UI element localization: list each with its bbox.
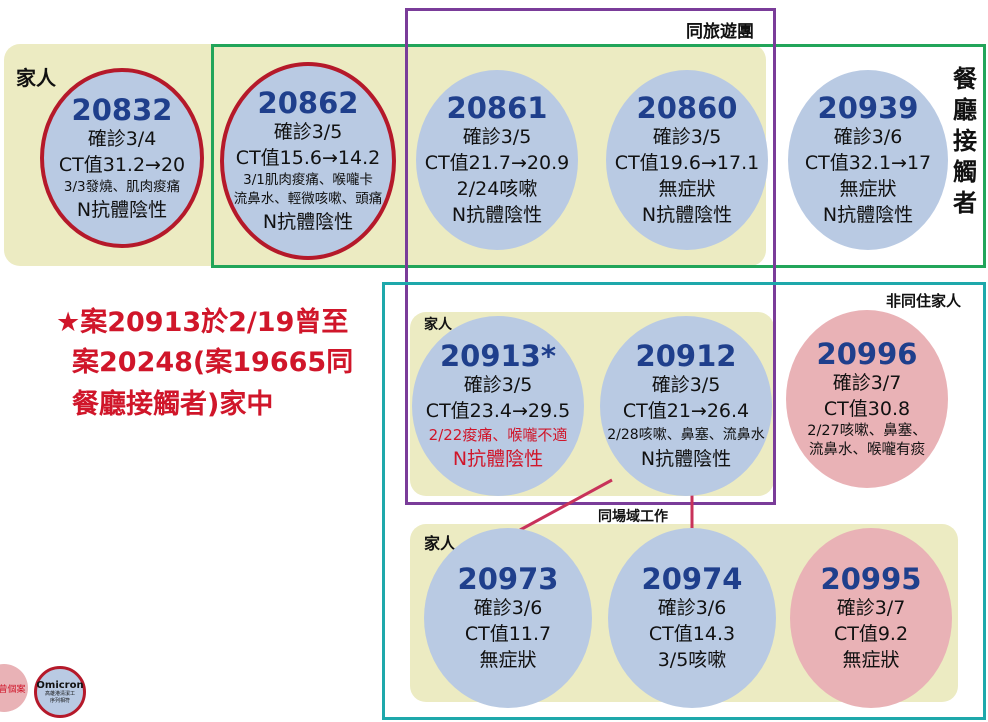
case-id: 20996 <box>816 337 918 371</box>
case-id: 20912 <box>635 339 737 373</box>
case-symptom: 2/24咳嗽 <box>456 178 538 200</box>
case-antibody: N抗體陰性 <box>262 211 354 233</box>
case-symptom: 2/27咳嗽、鼻塞、 <box>807 423 927 439</box>
case-ct-value: CT值11.7 <box>464 623 552 645</box>
case-symptom: 無症狀 <box>842 649 900 671</box>
case-id: 20939 <box>817 91 919 125</box>
legend-omicron-swatch: Omicron 高雄港清潔工 序列相符 <box>34 666 86 718</box>
case-confirmed-date: 確診3/5 <box>463 374 533 396</box>
link-20912-to-20973 <box>519 478 613 532</box>
label-restaurant-contacts: 餐廳接觸者 <box>953 65 977 217</box>
case-confirmed-date: 確診3/7 <box>832 372 902 394</box>
case-node-20913: 20913* 確診3/5 CT值23.4→29.5 2/22痠痛、喉嚨不適 N抗… <box>412 316 584 496</box>
non-cohabiting-family-frame <box>382 282 986 720</box>
case-note-line2: 案20248(案19665同 <box>72 347 354 378</box>
case-symptom-continued: 流鼻水、輕微咳嗽、頭痛 <box>233 191 383 207</box>
case-id: 20974 <box>641 562 743 596</box>
case-confirmed-date: 確診3/4 <box>87 127 157 150</box>
case-confirmed-date: 確診3/6 <box>833 126 903 148</box>
case-antibody: N抗體陰性 <box>451 204 543 226</box>
case-id: 20832 <box>71 92 173 127</box>
case-confirmed-date: 確診3/5 <box>652 126 722 148</box>
case-symptom: 3/1肌肉痠痛、喉嚨卡 <box>243 172 373 188</box>
legend-case-label: 曾個案 <box>0 684 26 695</box>
case-ct-value: CT值21→26.4 <box>622 400 750 422</box>
label-non-cohabiting-family: 非同住家人 <box>886 292 962 310</box>
label-same-workplace: 同場域工作 <box>598 509 668 525</box>
case-symptom-continued: 流鼻水、喉嚨有痰 <box>809 442 925 458</box>
case-confirmed-date: 確診3/7 <box>836 597 906 619</box>
case-node-20912: 20912 確診3/5 CT值21→26.4 2/28咳嗽、鼻塞、流鼻水 N抗體… <box>600 316 772 496</box>
tour-group-frame <box>405 8 776 505</box>
case-node-20832: 20832 確診3/4 CT值31.2→20 3/3發燒、肌肉痠痛 N抗體陰性 <box>40 68 204 248</box>
legend-omicron-title: Omicron <box>36 679 84 691</box>
label-family-middle: 家人 <box>424 317 452 333</box>
case-symptom: 2/22痠痛、喉嚨不適 <box>428 426 568 444</box>
case-ct-value: CT值14.3 <box>648 623 736 645</box>
legend-omicron-line1: 高雄港清潔工 <box>44 690 75 697</box>
case-antibody: N抗體陰性 <box>822 204 914 226</box>
case-confirmed-date: 確診3/5 <box>462 126 532 148</box>
legend-omicron-line2: 序列相符 <box>49 697 70 704</box>
case-ct-value: CT值19.6→17.1 <box>614 152 760 174</box>
case-id: 20995 <box>820 562 922 596</box>
case-symptom: 3/5咳嗽 <box>657 649 727 671</box>
case-id: 20862 <box>257 86 359 120</box>
case-node-20862: 20862 確診3/5 CT值15.6→14.2 3/1肌肉痠痛、喉嚨卡 流鼻水… <box>220 62 396 260</box>
case-node-20861: 20861 確診3/5 CT值21.7→20.9 2/24咳嗽 N抗體陰性 <box>416 70 578 250</box>
label-tour-group: 同旅遊團 <box>686 22 754 42</box>
case-note-line3: 餐廳接觸者)家中 <box>72 389 274 420</box>
case-node-20996: 20996 確診3/7 CT值30.8 2/27咳嗽、鼻塞、 流鼻水、喉嚨有痰 <box>786 310 948 488</box>
case-ct-value: CT值30.8 <box>823 398 911 420</box>
case-node-20995: 20995 確診3/7 CT值9.2 無症狀 <box>790 528 952 708</box>
case-id: 20913* <box>439 339 557 373</box>
case-symptom: 無症狀 <box>479 649 537 671</box>
case-id: 20973 <box>457 562 559 596</box>
case-confirmed-date: 確診3/6 <box>657 597 727 619</box>
case-node-20973: 20973 確診3/6 CT值11.7 無症狀 <box>424 528 592 708</box>
case-ct-value: CT值21.7→20.9 <box>424 152 570 174</box>
case-symptom: 無症狀 <box>839 178 897 200</box>
case-antibody: N抗體陰性 <box>452 448 544 470</box>
case-ct-value: CT值31.2→20 <box>58 153 186 176</box>
case-ct-value: CT值32.1→17 <box>804 152 932 174</box>
case-symptom: 無症狀 <box>658 178 716 200</box>
label-family-bottom: 家人 <box>424 534 457 553</box>
label-family-top: 家人 <box>16 66 56 90</box>
case-antibody: N抗體陰性 <box>641 204 733 226</box>
case-ct-value: CT值15.6→14.2 <box>235 147 381 169</box>
case-node-20860: 20860 確診3/5 CT值19.6→17.1 無症狀 N抗體陰性 <box>606 70 768 250</box>
case-id: 20861 <box>446 91 548 125</box>
case-symptom: 2/28咳嗽、鼻塞、流鼻水 <box>607 427 765 443</box>
case-antibody: N抗體陰性 <box>76 198 168 221</box>
restaurant-contacts-frame <box>211 44 986 268</box>
case-node-20939: 20939 確診3/6 CT值32.1→17 無症狀 N抗體陰性 <box>788 70 948 250</box>
case-confirmed-date: 確診3/6 <box>473 597 543 619</box>
case-note-line1: ★案20913於2/19曾至 <box>56 307 349 338</box>
case-node-20974: 20974 確診3/6 CT值14.3 3/5咳嗽 <box>608 528 776 708</box>
case-confirmed-date: 確診3/5 <box>273 121 343 143</box>
case-antibody: N抗體陰性 <box>640 448 732 470</box>
case-symptom: 3/3發燒、肌肉痠痛 <box>63 178 181 195</box>
case-id: 20860 <box>636 91 738 125</box>
case-confirmed-date: 確診3/5 <box>651 374 721 396</box>
case-ct-value: CT值9.2 <box>833 623 909 645</box>
case-ct-value: CT值23.4→29.5 <box>425 400 571 422</box>
